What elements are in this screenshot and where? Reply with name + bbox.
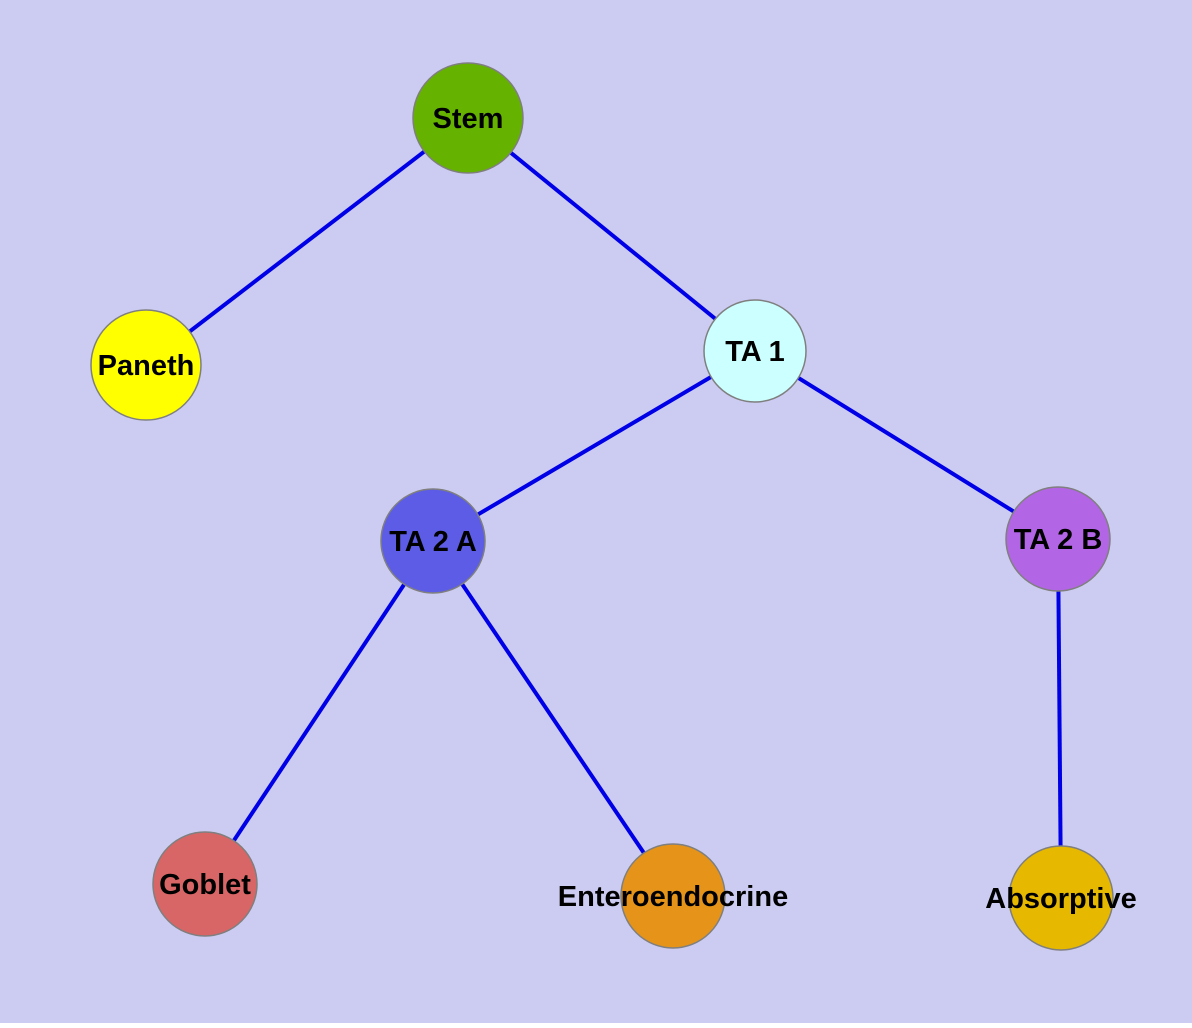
node-circle-ta-2-a[interactable]	[380, 488, 486, 594]
edge-ta-2-a-to-enteroendocrine	[431, 539, 675, 898]
node-circle-paneth[interactable]	[90, 309, 202, 421]
edge-ta-2-b-to-absorptive	[1056, 538, 1063, 899]
node-ta-2-a[interactable]: TA 2 A	[380, 488, 486, 594]
node-circle-enteroendocrine[interactable]	[620, 843, 726, 949]
edge-ta-1-to-ta-2-a	[431, 349, 757, 543]
node-circle-absorptive[interactable]	[1008, 845, 1114, 951]
node-paneth[interactable]: Paneth	[90, 309, 202, 421]
node-ta-1[interactable]: TA 1	[703, 299, 807, 403]
edge-stem-to-ta-1	[466, 116, 757, 353]
node-circle-ta-2-b[interactable]	[1005, 486, 1111, 592]
node-goblet[interactable]: Goblet	[152, 831, 258, 937]
edge-ta-2-a-to-goblet	[203, 539, 435, 886]
edge-stem-to-paneth	[144, 116, 470, 367]
node-circle-stem[interactable]	[412, 62, 524, 174]
node-circle-ta-1[interactable]	[703, 299, 807, 403]
node-ta-2-b[interactable]: TA 2 B	[1005, 486, 1111, 592]
edge-ta-1-to-ta-2-b	[753, 349, 1060, 541]
node-circle-goblet[interactable]	[152, 831, 258, 937]
edges-layer	[144, 116, 1063, 899]
node-stem[interactable]: Stem	[412, 62, 524, 174]
